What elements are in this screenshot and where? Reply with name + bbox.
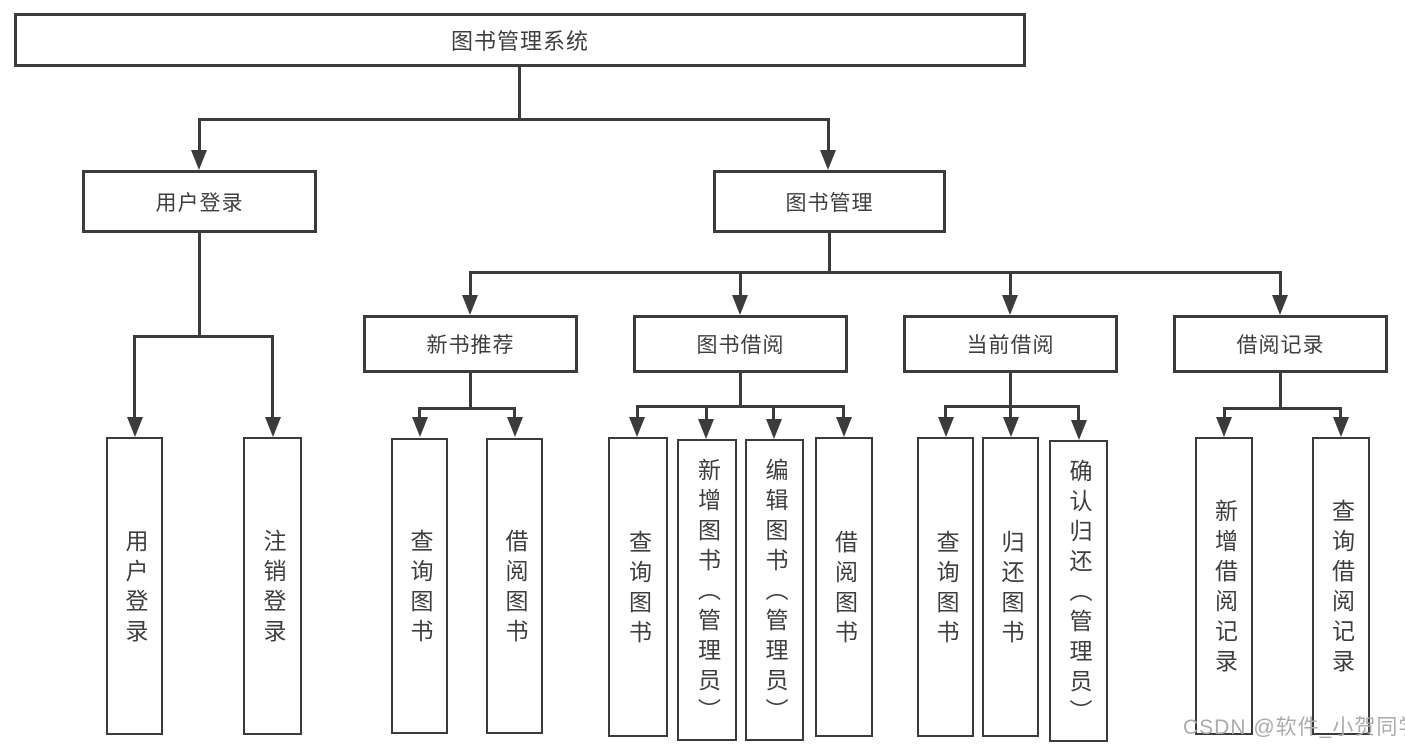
arrow-down-icon: [127, 417, 143, 437]
node-book-borrowing: 图书借阅: [633, 315, 848, 373]
arrow-down-icon: [265, 417, 281, 437]
connector-vline: [1009, 405, 1012, 419]
connector-vline: [271, 335, 274, 419]
arrow-down-icon: [1272, 295, 1288, 315]
arrow-down-icon: [191, 150, 207, 170]
node-new-book-recommend: 新书推荐: [363, 315, 578, 373]
arrow-down-icon: [698, 419, 714, 439]
leaf-cb-return-books: 归还图书: [982, 437, 1039, 737]
connector-vline: [944, 405, 947, 419]
csdn-watermark: CSDN @软件_小贺同学: [1183, 716, 1405, 739]
leaf-bb-add-book-admin: 新增图书（管理员）: [677, 439, 737, 741]
leaf-cb-query-books: 查询图书: [917, 437, 974, 737]
arrow-down-icon: [938, 417, 954, 437]
connector-vline: [1339, 407, 1342, 420]
arrow-down-icon: [1002, 295, 1018, 315]
connector-vline: [705, 405, 708, 421]
connector-vline: [636, 405, 639, 419]
arrow-down-icon: [836, 417, 852, 437]
node-book-management: 图书管理: [713, 170, 946, 233]
arrow-down-icon: [732, 295, 748, 315]
connector-vline: [739, 271, 742, 298]
arrow-down-icon: [766, 419, 782, 439]
connector-vline: [198, 118, 201, 153]
connector-vline: [1077, 405, 1080, 422]
arrow-down-icon: [412, 417, 428, 437]
leaf-cb-confirm-return-admin: 确认归还（管理员）: [1049, 440, 1108, 742]
arrow-down-icon: [629, 417, 645, 437]
leaf-nb-borrow-books: 借阅图书: [486, 438, 543, 734]
connector-vline: [518, 67, 521, 120]
connector-vline: [198, 233, 201, 337]
connector-vline: [1009, 271, 1012, 298]
connector-vline: [1279, 373, 1282, 409]
connector-vline: [828, 233, 831, 274]
node-current-borrowing: 当前借阅: [903, 315, 1118, 373]
connector-vline: [827, 118, 830, 153]
connector-hline: [636, 405, 845, 408]
node-root: 图书管理系统: [14, 13, 1026, 67]
arrow-down-icon: [1216, 417, 1232, 437]
connector-vline: [418, 407, 421, 421]
connector-vline: [1223, 407, 1226, 420]
connector-vline: [133, 335, 136, 419]
connector-hline: [133, 335, 274, 338]
connector-vline: [739, 373, 742, 407]
connector-hline: [418, 407, 516, 410]
arrow-down-icon: [507, 417, 523, 437]
leaf-bb-query-books: 查询图书: [608, 437, 668, 737]
connector-hline: [944, 405, 1080, 408]
arrow-down-icon: [462, 295, 478, 315]
leaf-br-query-record: 查询借阅记录: [1312, 437, 1370, 735]
connector-vline: [1279, 271, 1282, 298]
connector-vline: [772, 405, 775, 421]
connector-hline: [198, 118, 830, 121]
connector-vline: [513, 407, 516, 421]
arrow-down-icon: [1003, 417, 1019, 437]
leaf-br-add-record: 新增借阅记录: [1195, 437, 1253, 735]
arrow-down-icon: [1333, 417, 1349, 437]
node-user-login: 用户登录: [82, 170, 317, 233]
leaf-bb-edit-book-admin: 编辑图书（管理员）: [745, 439, 804, 741]
leaf-bb-borrow-books: 借阅图书: [815, 437, 873, 737]
connector-vline: [469, 373, 472, 409]
node-borrowing-records: 借阅记录: [1173, 315, 1388, 373]
leaf-user-login: 用户登录: [106, 437, 163, 735]
connector-vline: [1009, 373, 1012, 407]
leaf-nb-query-books: 查询图书: [391, 438, 448, 734]
arrow-down-icon: [1071, 420, 1087, 440]
connector-hline: [469, 271, 1282, 274]
connector-vline: [842, 405, 845, 419]
connector-vline: [469, 271, 472, 298]
leaf-logout: 注销登录: [243, 437, 302, 735]
connector-hline: [1223, 407, 1342, 410]
arrow-down-icon: [820, 150, 836, 170]
